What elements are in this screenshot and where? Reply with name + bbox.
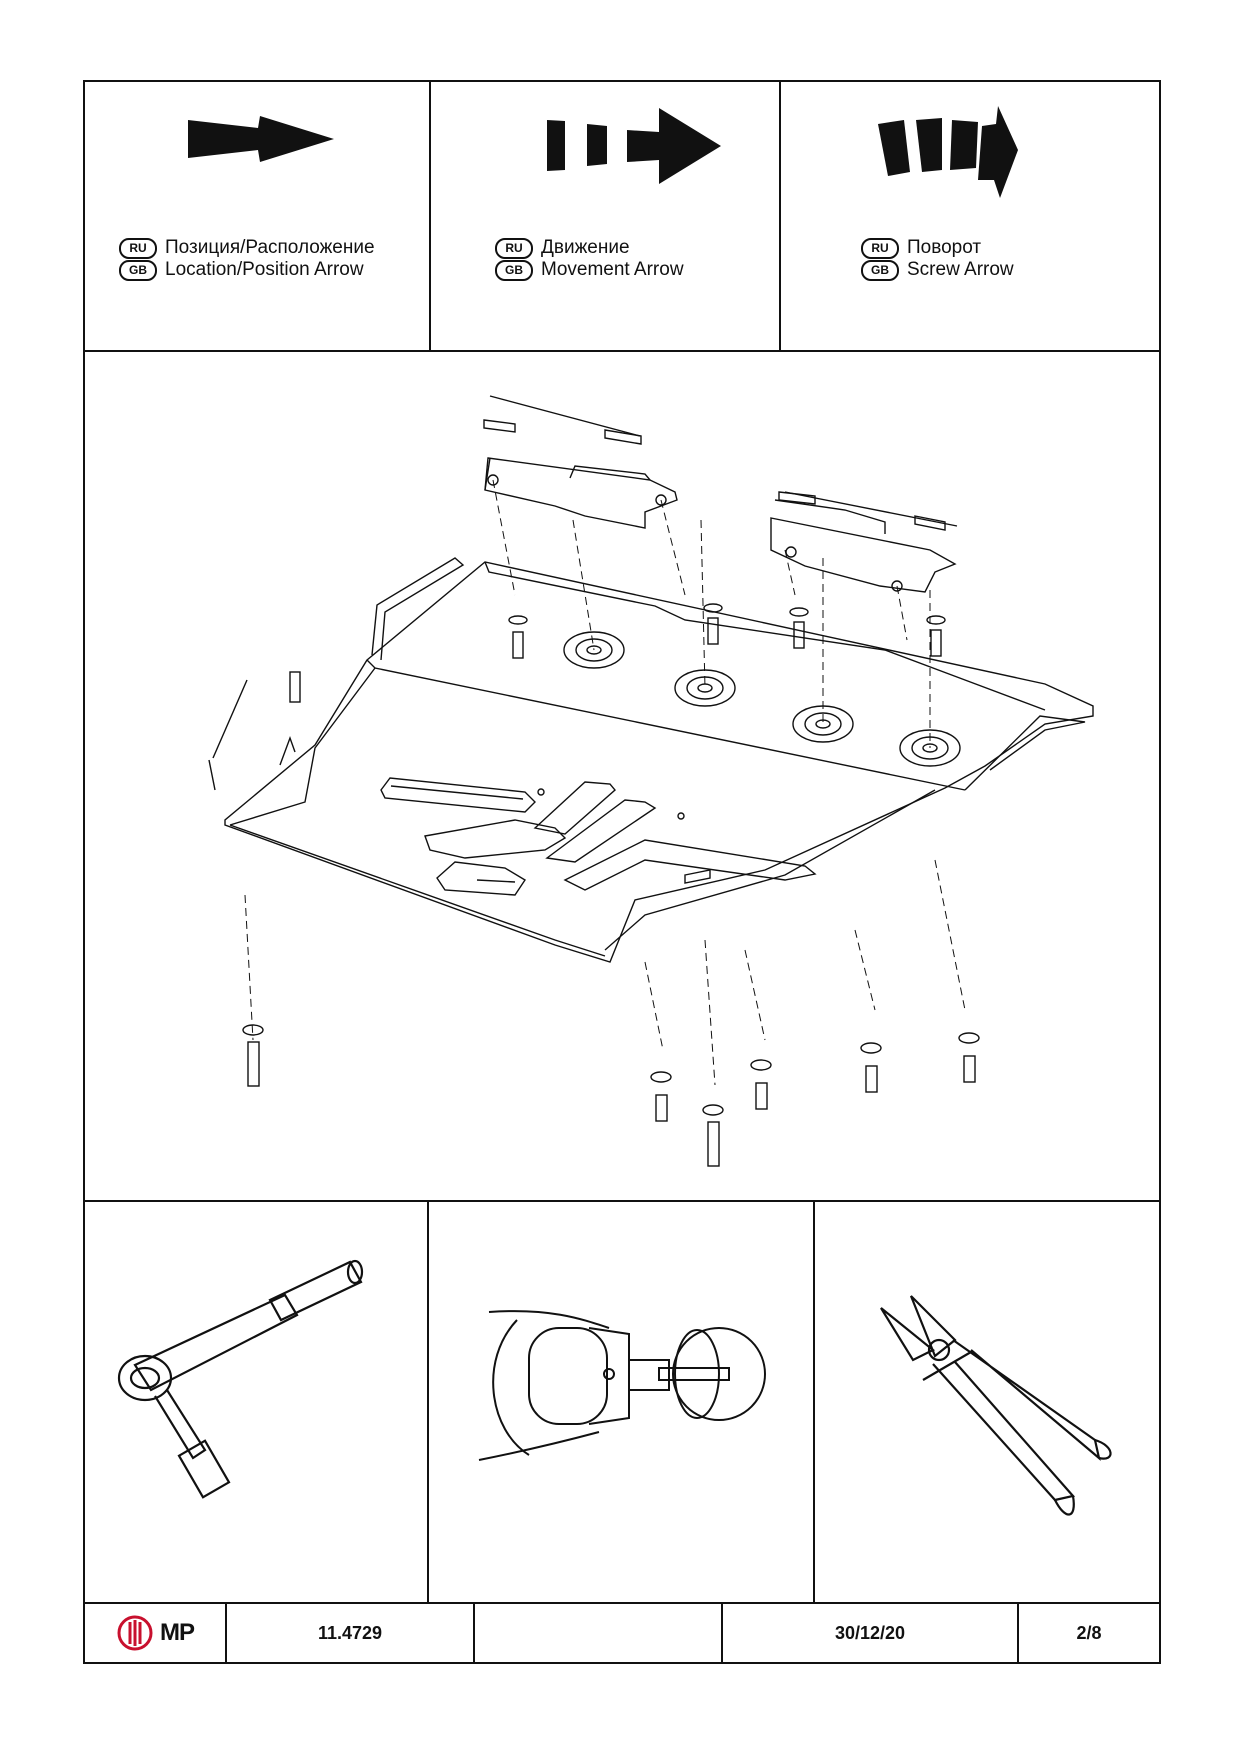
blank-field	[473, 1602, 721, 1664]
legend-location-text: RU Позиция/Расположение GB Location/Positi…	[119, 237, 375, 281]
legend-gb-label: Screw Arrow	[907, 259, 1014, 280]
legend-location: RU Позиция/Расположение GB Location/Positi…	[85, 82, 429, 350]
skid-plate-exploded-view	[85, 350, 1159, 1202]
ratchet-wrench-icon	[117, 1259, 364, 1499]
title-block: MP 11.4729 30/12/20 2/8	[85, 1602, 1159, 1664]
revision-date: 30/12/20	[721, 1602, 1017, 1664]
side-stud	[208, 671, 301, 791]
tools-required	[85, 1200, 1159, 1604]
brand-logo: MP	[85, 1602, 225, 1664]
legend-gb-label: Location/Position Arrow	[165, 259, 364, 280]
legend-gb-label: Movement Arrow	[541, 259, 684, 280]
right-bracket	[770, 491, 958, 593]
part-number: 11.4729	[225, 1602, 473, 1664]
gb-badge: GB	[119, 259, 157, 281]
legend-screw: RU Поворот GB Screw Arrow	[779, 82, 1159, 350]
location-arrow-icon	[188, 116, 334, 162]
ru-badge: RU	[119, 237, 157, 259]
drill-hole-saw-icon	[478, 1310, 766, 1461]
screw-arrow-icon	[878, 106, 1018, 198]
logo-text: MP	[160, 1619, 195, 1646]
ru-badge: RU	[861, 237, 899, 259]
ru-badge: RU	[495, 237, 533, 259]
tool-drill	[427, 1200, 813, 1602]
tool-cutters	[813, 1200, 1159, 1602]
instruction-sheet: RU Позиция/Расположение GB Location/Positi…	[83, 80, 1161, 1664]
legend-ru-label: Движение	[541, 237, 630, 258]
legend-ru-label: Поворот	[907, 237, 982, 258]
arrow-legend: RU Позиция/Расположение GB Location/Positi…	[85, 82, 1159, 352]
tool-ratchet	[85, 1200, 427, 1602]
gb-badge: GB	[861, 259, 899, 281]
page-number: 2/8	[1017, 1602, 1159, 1664]
legend-screw-text: RU Поворот GB Screw Arrow	[861, 237, 1014, 281]
mp-logo-icon	[117, 1615, 153, 1651]
movement-arrow-icon	[547, 108, 721, 184]
side-cutters-icon	[880, 1295, 1112, 1516]
skid-plate	[224, 557, 1094, 963]
legend-movement-text: RU Движение GB Movement Arrow	[495, 237, 684, 281]
legend-ru-label: Позиция/Расположение	[165, 237, 375, 258]
fastener-guides	[244, 479, 966, 1086]
left-bracket	[483, 395, 678, 529]
bolts	[242, 603, 980, 1167]
gb-badge: GB	[495, 259, 533, 281]
legend-movement: RU Движение GB Movement Arrow	[429, 82, 779, 350]
